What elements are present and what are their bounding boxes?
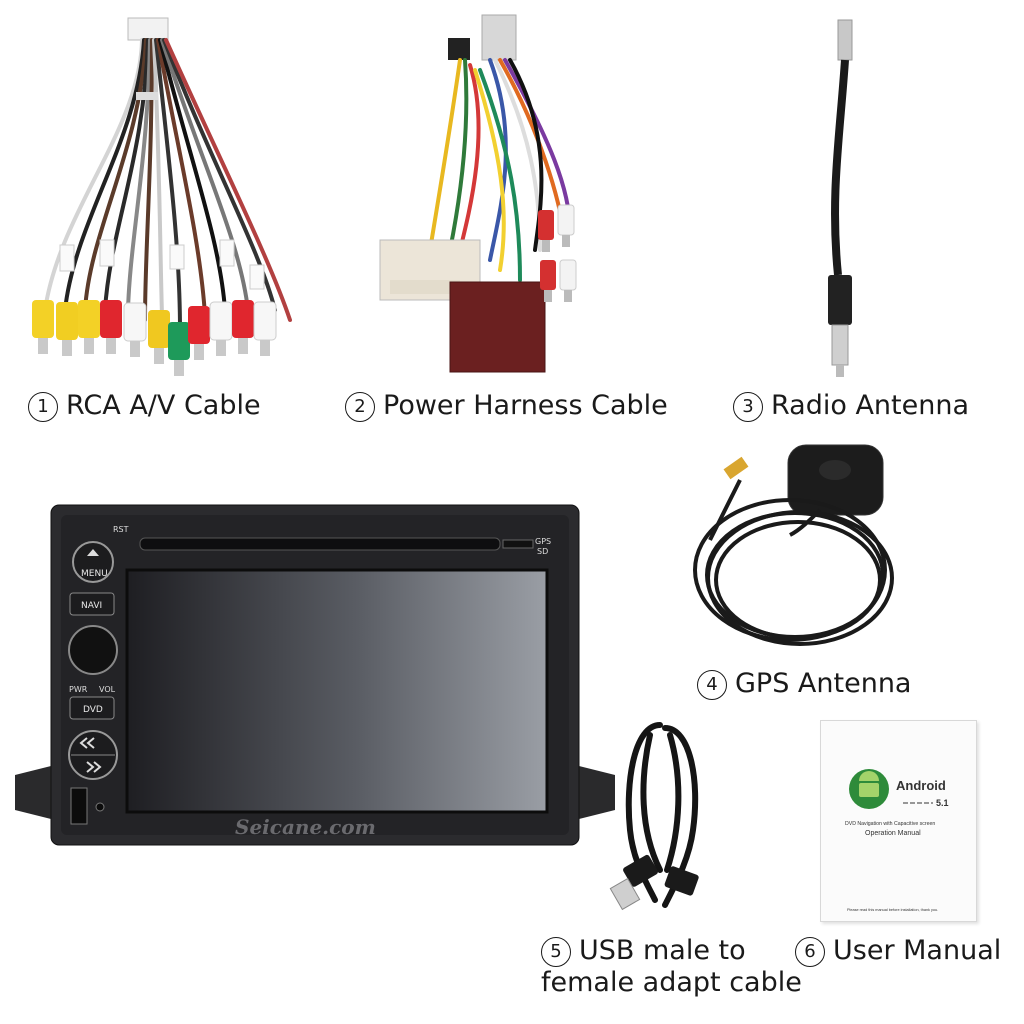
number-badge: 6 xyxy=(795,937,825,967)
gps-antenna-image xyxy=(690,440,900,660)
caption-text: Power Harness Cable xyxy=(383,390,668,421)
caption-text: USB male to female adapt cable xyxy=(541,935,802,998)
dvd-label: DVD xyxy=(83,705,103,715)
manual-heading: Operation Manual xyxy=(865,830,921,837)
manual-title: Android xyxy=(896,778,946,793)
menu-label: MENU xyxy=(81,569,108,579)
number-badge: 2 xyxy=(345,392,375,422)
manual-version: 5.1 xyxy=(936,798,949,808)
caption-text: User Manual xyxy=(833,935,1002,966)
pwr-label: PWR xyxy=(69,685,88,694)
caption-text: RCA A/V Cable xyxy=(66,390,261,421)
number-badge: 5 xyxy=(541,937,571,967)
radio-antenna-image xyxy=(810,15,880,385)
caption-power-harness-cable: 2 Power Harness Cable xyxy=(345,390,668,422)
caption-radio-antenna: 3 Radio Antenna xyxy=(733,390,969,422)
gps-label: GPS xyxy=(535,537,551,546)
caption-text: Radio Antenna xyxy=(771,390,970,421)
number-badge: 3 xyxy=(733,392,763,422)
caption-text: GPS Antenna xyxy=(735,668,912,699)
caption-gps-antenna: 4 GPS Antenna xyxy=(697,668,911,700)
manual-subtitle: DVD Navigation with Capacitive screen xyxy=(845,821,935,827)
head-unit-image: RST MENU NAVI PWR VOL DVD GPS SD Seicane… xyxy=(15,500,615,850)
rca-av-cable-image xyxy=(20,10,310,385)
navi-label: NAVI xyxy=(81,601,102,611)
usb-cable-image xyxy=(605,720,715,920)
power-harness-cable-image xyxy=(370,10,610,385)
caption-user-manual: 6 User Manual xyxy=(795,935,1001,967)
caption-rca-av-cable: 1 RCA A/V Cable xyxy=(28,390,261,422)
user-manual-image: Android 5.1 DVD Navigation with Capaciti… xyxy=(820,720,977,922)
number-badge: 4 xyxy=(697,670,727,700)
manual-footer: Please read this manual before installat… xyxy=(847,908,938,912)
vol-label: VOL xyxy=(99,685,116,694)
number-badge: 1 xyxy=(28,392,58,422)
seicane-watermark: Seicane.com xyxy=(235,815,376,839)
sd-label: SD xyxy=(537,547,548,556)
rst-label: RST xyxy=(113,525,129,534)
